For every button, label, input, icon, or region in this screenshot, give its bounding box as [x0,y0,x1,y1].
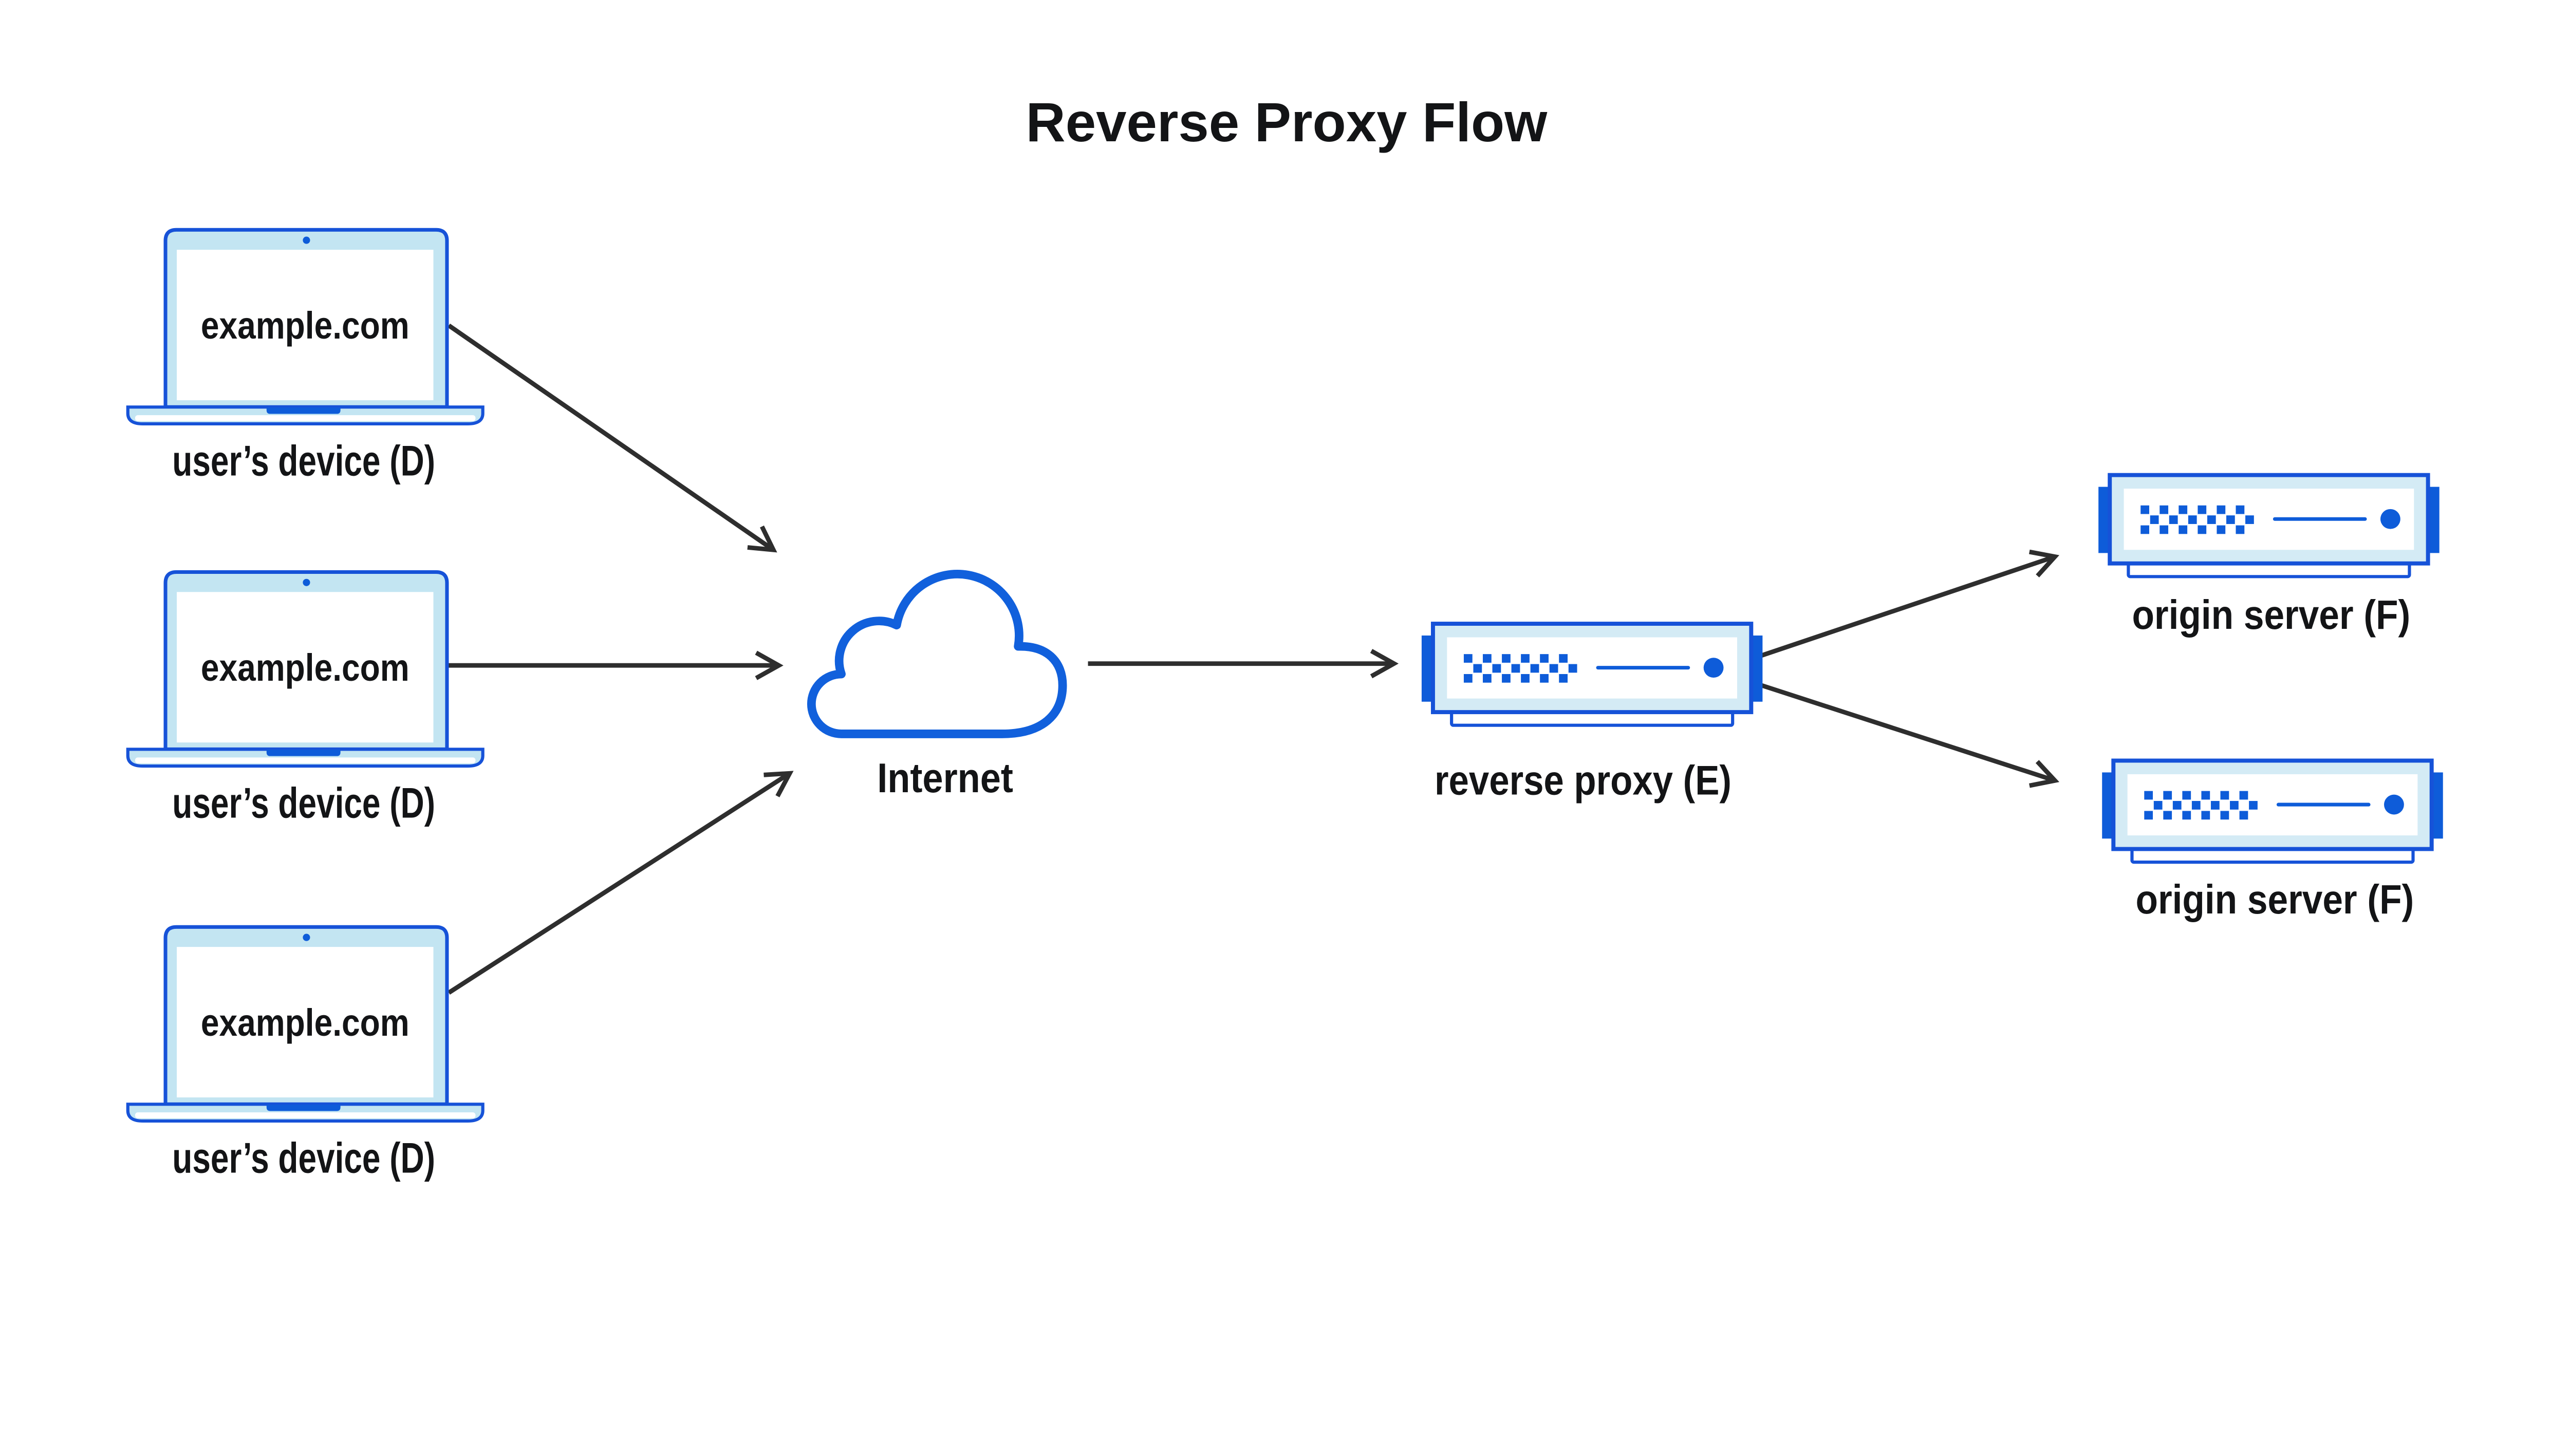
origin-server-label: origin server (F) [2132,592,2410,638]
server-icon [2102,760,2443,862]
reverse-proxy-flow-diagram: Reverse Proxy Flow example.com user’s de… [0,91,2569,1182]
server-icon [2098,475,2439,577]
node-origin-server-1: origin server (F) [2098,475,2439,638]
node-origin-server-2: origin server (F) [2102,760,2443,922]
cloud-icon [807,570,1067,738]
internet-label: Internet [877,755,1013,801]
server-icon [1422,624,1762,725]
arrow-proxy-to-origin2 [1761,683,2060,788]
arrow-proxy-to-origin1 [1761,549,2060,658]
flow-arrows [447,323,2060,995]
node-device-3: example.com user’s device (D) [128,927,483,1182]
device-screen-text: example.com [201,646,409,689]
page-title: Reverse Proxy Flow [1026,91,1548,153]
node-device-2: example.com user’s device (D) [128,572,483,827]
device-screen-text: example.com [201,304,409,347]
node-internet: Internet [807,570,1067,801]
device-screen-text: example.com [201,1001,409,1044]
reverse-proxy-label: reverse proxy (E) [1435,757,1732,804]
node-reverse-proxy: reverse proxy (E) [1422,624,1762,804]
arrow-device1-to-internet [447,323,777,553]
node-device-1: example.com user’s device (D) [128,230,483,484]
diagram-canvas: Reverse Proxy Flow example.com user’s de… [0,91,2569,1182]
device-label: user’s device (D) [172,779,435,827]
device-label: user’s device (D) [172,436,435,484]
arrow-device3-to-internet [448,771,794,995]
device-label: user’s device (D) [172,1133,435,1182]
origin-server-label: origin server (F) [2136,876,2414,922]
